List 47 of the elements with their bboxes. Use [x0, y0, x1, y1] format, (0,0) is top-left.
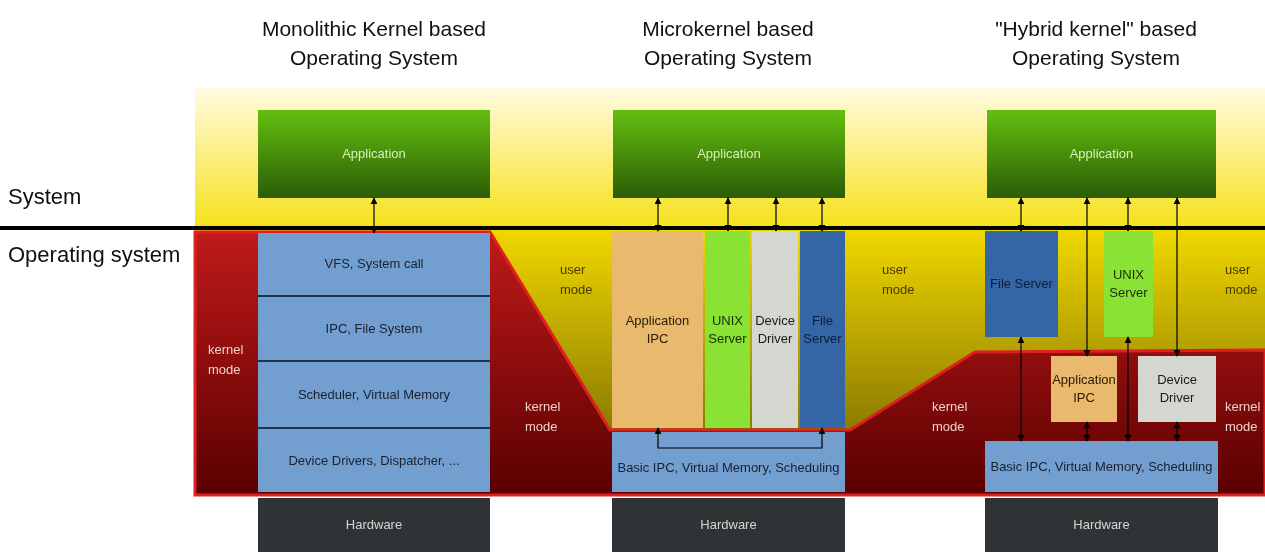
mode-label: kernel mode: [208, 341, 245, 379]
section-label: Operating system: [8, 242, 181, 268]
application-box: Application: [987, 110, 1216, 198]
application-box: Application: [258, 110, 490, 198]
server-box: UNIX Server: [1104, 231, 1153, 337]
mode-label: user mode: [560, 261, 594, 299]
section-label: System: [8, 184, 82, 210]
server-box: File Server: [985, 231, 1058, 337]
hardware-box: Hardware: [612, 498, 845, 552]
kernel-layer-box: Basic IPC, Virtual Memory, Scheduling: [985, 441, 1218, 492]
kernel-layer-box: IPC, File System: [258, 295, 490, 360]
kernel-layer-box: VFS, System call: [258, 233, 490, 295]
heading: Monolithic Kernel based Operating System: [260, 16, 488, 72]
kernel-layer-box: Basic IPC, Virtual Memory, Scheduling: [612, 432, 845, 492]
driver-box: Device Driver: [752, 231, 798, 428]
application-box: Application: [613, 110, 845, 198]
arrow: [654, 197, 662, 232]
arrow: [370, 197, 378, 234]
arrow: [1124, 336, 1132, 442]
arrow: [1083, 197, 1091, 357]
hardware-box: Hardware: [258, 498, 490, 552]
kernel-layer-box: Device Drivers, Dispatcher, ...: [258, 427, 490, 492]
arrow: [818, 197, 826, 232]
mode-label: kernel mode: [525, 398, 562, 436]
ipc-box: Application IPC: [1051, 356, 1117, 422]
arrow: [1173, 197, 1181, 357]
arrow: [1017, 336, 1025, 442]
arrow: [1173, 421, 1181, 442]
mode-label: kernel mode: [932, 398, 969, 436]
hardware-box: Hardware: [985, 498, 1218, 552]
heading: "Hybrid kernel" based Operating System: [994, 16, 1198, 72]
mode-label: user mode: [882, 261, 916, 299]
mode-label: kernel mode: [1225, 398, 1262, 436]
arrow: [724, 197, 732, 232]
kernel-layer-box: Scheduler, Virtual Memory: [258, 360, 490, 427]
mode-label: user mode: [1225, 261, 1259, 299]
arrow: [1124, 197, 1132, 232]
arrow: [739, 427, 826, 449]
arrow: [654, 427, 741, 449]
driver-box: Device Driver: [1138, 356, 1216, 422]
server-box: File Server: [800, 231, 845, 428]
heading: Microkernel based Operating System: [641, 16, 815, 72]
arrow: [1083, 421, 1091, 442]
arrow: [772, 197, 780, 232]
server-box: UNIX Server: [705, 231, 750, 428]
ipc-box: Application IPC: [612, 231, 703, 428]
arrow: [1017, 197, 1025, 232]
